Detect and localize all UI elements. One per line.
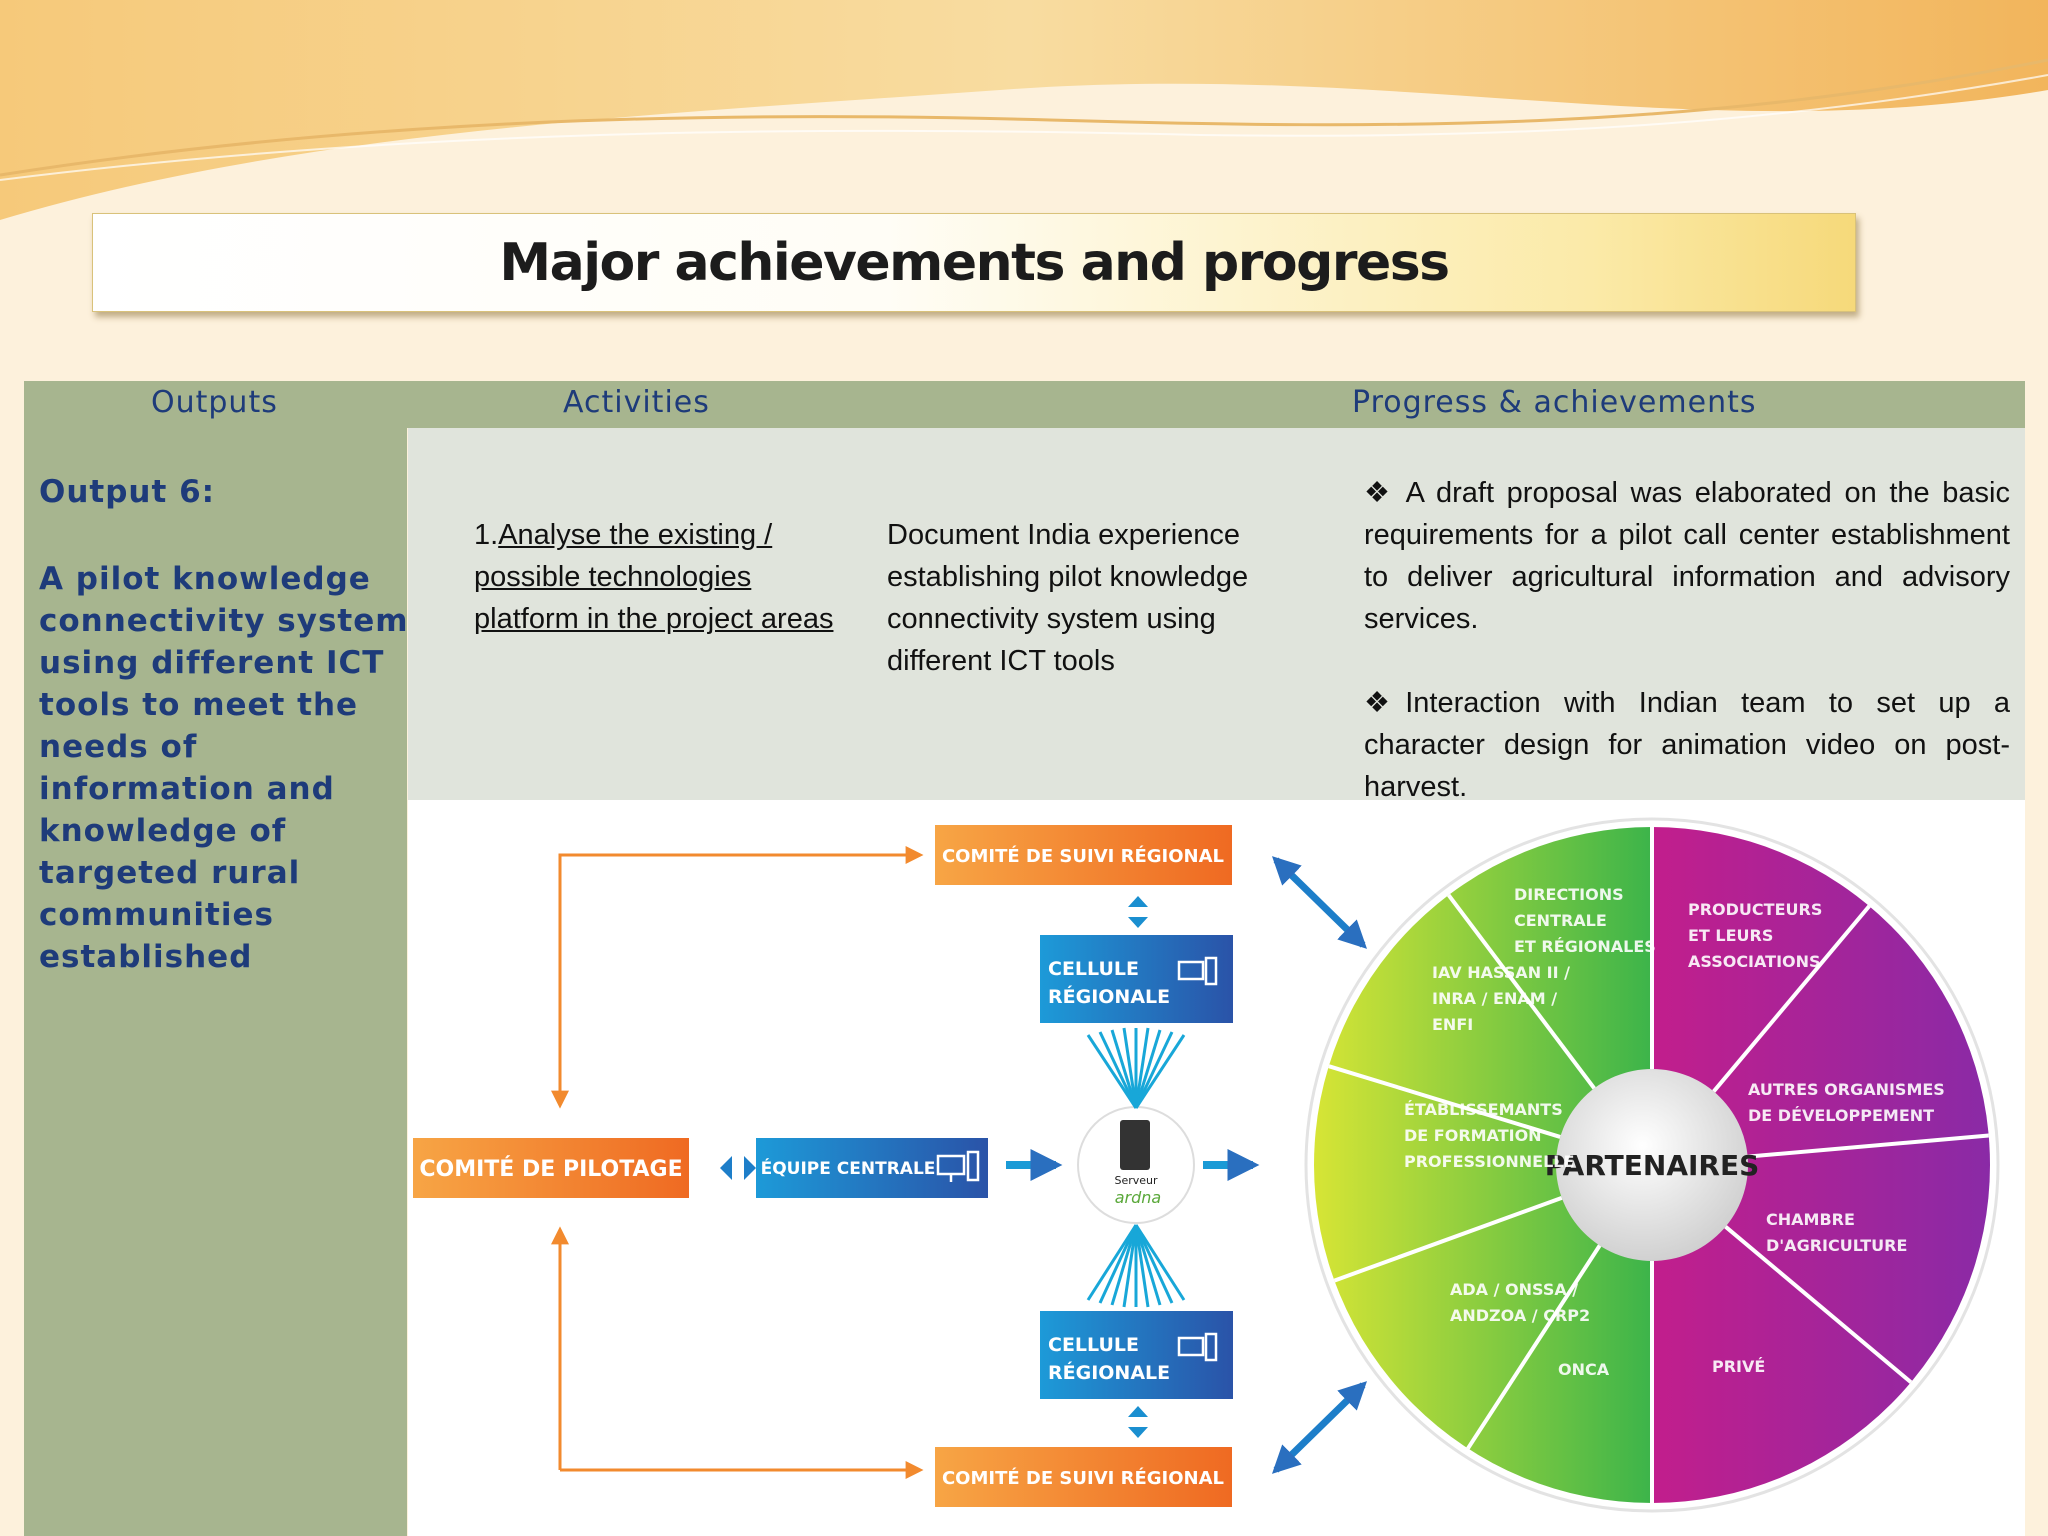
partner-segment-label: ADA / ONSSA / [1450,1280,1578,1299]
partner-segment-label: ENFI [1432,1015,1473,1034]
partner-segment-label: CHAMBRE [1766,1210,1855,1229]
server-logo-text: ardna [1115,1188,1161,1207]
partner-segment-label: ONCA [1558,1360,1610,1379]
activity-link[interactable]: Analyse the existing / possible technolo… [474,519,834,635]
activity-item: 1.Analyse the existing / possible techno… [474,514,834,640]
output-title: Output 6: [39,474,216,510]
partners-wheel: PARTENAIRES DIRECTIONS CENTRALE ET RÉGIONAL… [1304,817,2000,1513]
wheel-purple-half [1652,827,1990,1503]
diamond-bullet-icon: ❖ [1364,687,1406,719]
partner-segment-label: PRIVÉ [1712,1357,1765,1376]
partner-segment-label: D'AGRICULTURE [1766,1236,1907,1255]
partner-segment-label: INRA / ENAM / [1432,989,1557,1008]
partner-segment-label: CENTRALE [1514,911,1607,930]
header-progress: Progress & achievements [1352,385,1757,420]
wheel-divider [1747,1133,1989,1159]
progress-item-text: A draft proposal was elaborated on the b… [1364,477,2010,635]
cellule-top-line1: CELLULE [1048,958,1139,980]
partner-segment-label: ASSOCIATIONS [1688,952,1821,971]
updown-arrow-icon [1128,896,1148,928]
wheel-divider [1712,904,1871,1093]
cellule-bottom-line1: CELLULE [1048,1334,1139,1356]
computer-icon [1177,956,1218,986]
cellule-bottom-line2: RÉGIONALE [1048,1361,1170,1384]
output-description: A pilot knowledge connectivity system us… [39,561,409,975]
diamond-bullet-icon: ❖ [1364,477,1395,509]
diagonal-arrow-top-icon [1271,856,1368,949]
signal-rays-bottom-icon [1086,1224,1186,1308]
computer-icon [1177,1332,1218,1362]
comite-suivi-bottom-label: COMITÉ DE SUIVI RÉGIONAL [942,1467,1224,1489]
activity-detail: Document India experience establishing p… [887,519,1249,677]
partner-segment-label: DE FORMATION [1404,1126,1542,1145]
progress-item: ❖ A draft proposal was elaborated on the… [1364,472,2010,640]
partner-segment-label: DIRECTIONS [1514,885,1624,904]
server-label: Serveur [1114,1174,1158,1187]
table-header-row: Outputs Activities Progress & achievemen… [24,381,2025,428]
wheel-center [1556,1069,1748,1261]
comite-suivi-top-label: COMITÉ DE SUIVI RÉGIONAL [942,845,1224,867]
activities-progress-area [408,428,2025,800]
title-banner: Major achievements and progress [92,213,1856,312]
wheel-divider [1333,1195,1563,1283]
server-icon [1120,1120,1150,1170]
double-arrow-icon [720,1156,756,1180]
activity-number: 1. [474,519,499,551]
wheel-divider [1328,1064,1561,1139]
comite-suivi-top-box [935,825,1232,885]
wheel-divider [1466,1244,1602,1450]
updown-arrow-icon [1128,1406,1148,1438]
pilotage-connectors [551,846,924,1479]
partner-segment-label: PROFESSIONNELLE [1404,1152,1574,1171]
cellule-top-line2: RÉGIONALE [1048,985,1170,1008]
comite-pilotage-box [413,1138,689,1198]
equipe-centrale-box [756,1138,988,1198]
wheel-green-half [1314,827,1652,1503]
page-title: Major achievements and progress [499,232,1450,293]
partner-segment-label: ET RÉGIONALES [1514,937,1656,956]
diagonal-arrow-bottom-icon [1271,1381,1368,1474]
organisation-diagram: COMITÉ DE PILOTAGE ÉQUIPE CENTRALE Serve… [413,817,2000,1513]
equipe-centrale-label: ÉQUIPE CENTRALE [761,1157,936,1179]
signal-rays-top-icon [1086,1027,1186,1109]
partner-segment-label: PRODUCTEURS [1688,900,1822,919]
partners-label: PARTENAIRES [1545,1149,1760,1182]
wheel-divider [1724,1225,1913,1384]
outputs-column [24,428,407,1536]
header-outputs: Outputs [151,385,278,420]
computer-icon [936,1150,980,1182]
partner-segment-label: ET LEURS [1688,926,1773,945]
wheel-divider [1446,893,1596,1090]
partner-segment-label: ANDZOA / CRP2 [1450,1306,1590,1325]
partner-segment-label: DE DÉVELOPPEMENT [1748,1106,1934,1125]
partner-segment-label: IAV HASSAN II / [1432,963,1570,982]
progress-item-text: Interaction with Indian team to set up a… [1364,687,2010,803]
comite-pilotage-label: COMITÉ DE PILOTAGE [419,1156,682,1182]
header-activities: Activities [563,385,710,420]
partner-segment-label: ÉTABLISSEMANTS [1404,1100,1563,1119]
comite-suivi-bottom-box [935,1447,1232,1507]
partner-segment-label: AUTRES ORGANISMES [1748,1080,1945,1099]
progress-item: ❖Interaction with Indian team to set up … [1364,682,2010,808]
